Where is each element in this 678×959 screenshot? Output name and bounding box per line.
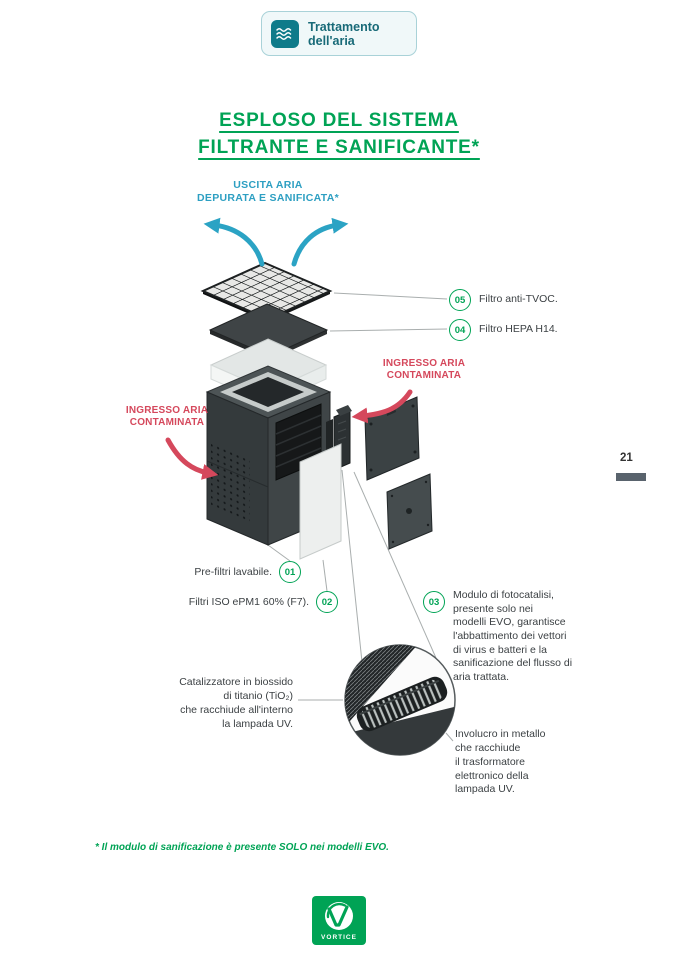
callout-badge-01: 01 (279, 561, 301, 583)
page-title-line2: FILTRANTE E SANIFICANTE* (198, 137, 480, 158)
uv-lamp-magnifier (344, 644, 456, 756)
air-outlet-arrows (203, 217, 349, 267)
page-title: ESPLOSO DEL SISTEMA FILTRANTE E SANIFICA… (0, 107, 678, 161)
callout-badge-05: 05 (449, 289, 471, 311)
exploded-diagram-illustration (165, 217, 456, 756)
footnote: * Il modulo di sanificazione è presente … (95, 842, 389, 853)
section-badge: Trattamento dell'aria (261, 11, 417, 56)
rear-panel-bottom (386, 473, 433, 550)
waves-icon (271, 19, 299, 48)
callout-label-03: Modulo di fotocatalisi, presente solo ne… (453, 589, 573, 683)
callout-badge-03: 03 (423, 591, 445, 613)
callout-label-04: Filtro HEPA H14. (479, 323, 558, 335)
page-title-line1: ESPLOSO DEL SISTEMA (219, 110, 459, 131)
air-inlet-arrows (165, 389, 413, 480)
callout-label-01: Pre-filtri lavabile. (194, 566, 272, 578)
unit-body (205, 365, 332, 546)
filter-f7-sheet (299, 443, 342, 560)
page-number: 21 (620, 452, 633, 464)
vent-grid (211, 443, 250, 522)
catalyst-note: Catalizzatore in biossido di titanio (Ti… (179, 676, 293, 730)
callout-badge-04: 04 (449, 319, 471, 341)
casing-note: Involucro in metallo che racchiude il tr… (455, 728, 546, 796)
air-inlet-right-label: INGRESSO ARIA CONTAMINATA (382, 358, 466, 381)
brand-logo-label: VORTICE (321, 934, 357, 941)
section-badge-label: Trattamento dell'aria (308, 19, 380, 48)
air-inlet-left-label: INGRESSO ARIA CONTAMINATA (125, 405, 209, 428)
air-outlet-label: USCITA ARIA DEPURATA E SANIFICATA* (197, 179, 339, 205)
brand-logo: VORTICE (312, 896, 366, 945)
fan-icon (325, 902, 353, 930)
callout-badge-02: 02 (316, 591, 338, 613)
callout-leader-lines (267, 292, 454, 742)
callout-label-02: Filtri ISO ePM1 60% (F7). (188, 596, 309, 608)
page-number-bar (616, 473, 646, 481)
callout-label-05: Filtro anti-TVOC. (479, 293, 558, 305)
